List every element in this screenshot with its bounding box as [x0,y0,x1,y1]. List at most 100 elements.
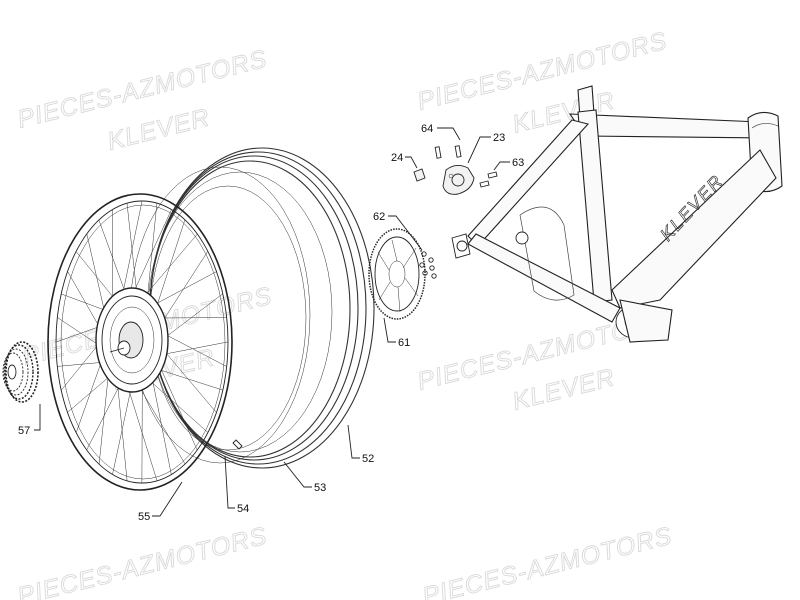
spokes [55,200,229,484]
watermark-bottom-left-line1: PIECES-AZMOTORS [15,522,270,600]
spoke [55,324,104,343]
tube-valve [232,439,243,450]
leader-62 [388,215,423,251]
callout-61: 61 [398,337,410,349]
leader-54 [224,455,235,509]
disc-bolt-1 [421,251,427,257]
spoke [154,219,186,312]
leader-61 [383,317,396,343]
leader-64 [437,127,461,141]
callout-62: 62 [373,211,385,223]
brake-disc-hub [388,260,406,288]
dropout-plate [451,233,471,259]
disc-bolt-5 [422,270,428,276]
spoke [146,377,209,433]
brake-mount [515,231,529,245]
callout-64: 64 [421,123,433,135]
brake-disc-outer [368,228,426,320]
top-tube [568,113,771,139]
disc-bolt-6 [431,273,437,279]
brake-disc-track [374,236,420,312]
spoke [86,233,107,319]
rim-inner-2 [60,204,226,480]
leader-24 [405,156,418,169]
cassette-sprocket-1 [5,341,39,403]
disc-bolt-2 [428,257,434,263]
spoke [159,251,209,326]
cassette-sprocket-3 [3,348,29,396]
cassette-sprocket-2 [4,344,34,400]
callout-labels: 64 23 24 63 62 61 57 55 54 53 52 [18,123,524,523]
head-tube-ring [751,123,779,129]
cassette [2,341,39,403]
disc-bolts [419,251,437,279]
spoke [67,271,103,333]
spoke [57,317,103,348]
spoke [161,347,217,413]
watermark-top-left-line2: KLEVER [105,103,213,155]
wheel-rim-assembly [47,193,233,491]
callout-57: 57 [18,425,30,437]
brake-disc-arms [377,239,419,313]
caliper-pins [434,145,462,159]
motor-mount [619,299,673,343]
caliper-bolt-2 [479,180,490,188]
hub-motor-ring-2 [109,306,155,374]
leader-63 [493,161,510,171]
chain-stay [467,233,621,323]
watermark-top-right-line1: PIECES-AZMOTORS [415,27,670,116]
callout-52: 52 [362,453,374,465]
spoke [154,368,223,391]
leader-lines [34,127,510,517]
spoke [116,378,128,481]
spoke [157,361,198,451]
battery-housing [519,206,575,301]
watermark-bottom-right-line1: PIECES-AZMOTORS [420,522,675,600]
callout-23: 23 [493,132,505,144]
caliper-pin-1 [434,146,442,159]
spoke [126,383,158,481]
caliper-bolts [479,171,498,188]
brake-caliper-piston [451,173,465,187]
bike-frame: KLEVER [451,85,783,343]
leader-52 [347,424,360,459]
seat-stay [467,119,590,247]
brake-caliper-bolt [448,173,454,179]
down-tube [611,149,777,309]
spoke [136,383,186,465]
spoke [75,354,105,433]
spoke [98,219,128,297]
brake-caliper-body [442,165,475,195]
spoke [151,271,217,307]
caliper-bolt-1 [487,171,498,179]
callout-63: 63 [512,157,524,169]
spoke [160,341,229,356]
callout-54: 54 [237,503,249,515]
spoke [126,203,138,297]
leader-55 [152,481,183,517]
cassette-core [7,364,17,380]
spoke [161,293,223,341]
cassette-sprocket-4 [2,352,24,392]
disc-bolt-4 [429,265,435,271]
dropout [456,240,468,252]
brake-caliper [442,165,475,195]
disc-bolt-3 [419,262,425,268]
leader-23 [467,136,491,164]
spoke [57,361,107,367]
watermark-mid-right-line2: KLEVER [510,363,618,415]
axle-shaft [109,347,125,353]
leader-57 [34,404,41,431]
spoke [61,339,103,391]
callout-24: 24 [391,152,403,164]
spoke [98,368,110,465]
brake-pad [413,168,426,182]
spoke [146,203,158,302]
leader-53 [283,461,312,488]
callout-53: 53 [314,482,326,494]
spoke [161,332,227,367]
rim-outer [47,193,233,491]
callout-55: 55 [138,511,150,523]
seat-tube [577,109,613,303]
